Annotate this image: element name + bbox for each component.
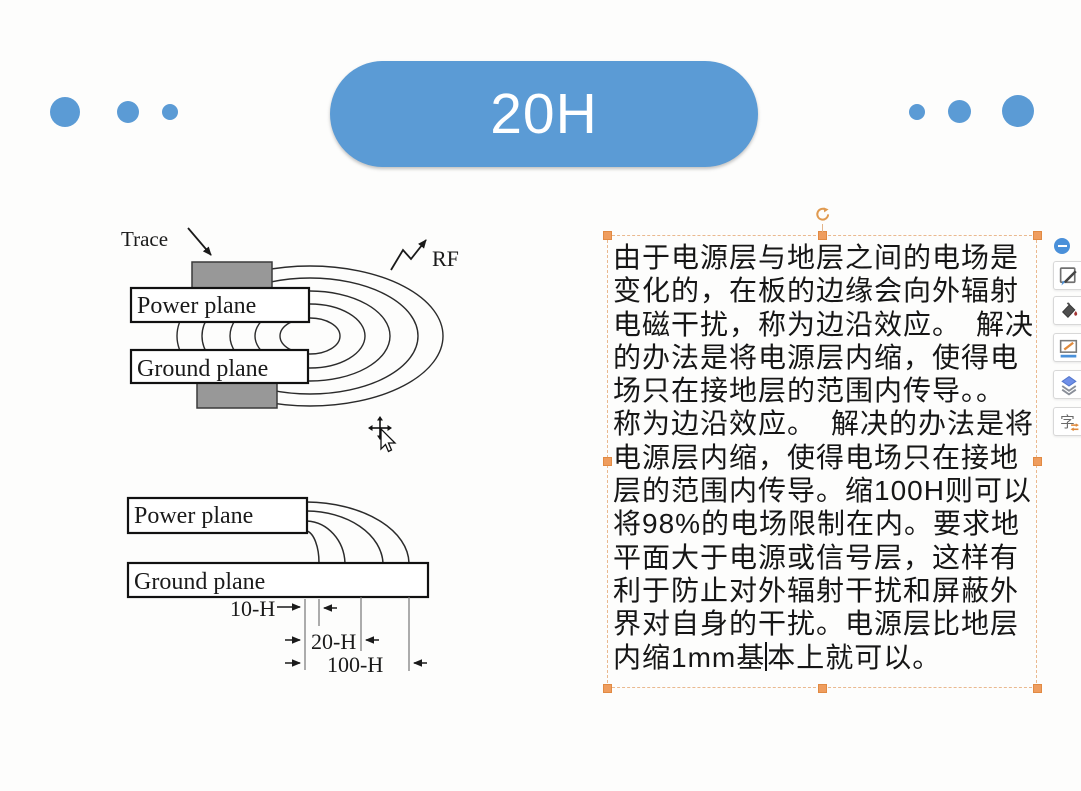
toolbar-layers-button[interactable] [1053,370,1081,399]
power-plane-rect [126,496,309,535]
trace-label: Trace [121,227,168,251]
ground-plane-rect [126,561,430,599]
handle-bottom-right[interactable] [1032,683,1042,693]
layers-icon [1061,375,1077,396]
trace-block [191,261,273,290]
text-line: 电磁干扰，称为边沿效应。 解决 [613,308,1035,340]
diagram-fringing-field[interactable]: Power plane Ground plane Trace RF [110,215,480,425]
toolbar-collapse-button[interactable] [1054,238,1070,254]
deco-dot-left-large [50,97,80,127]
deco-dot-left-small [162,104,178,120]
rf-label: RF [432,246,459,271]
deco-dot-right-large [1002,95,1034,127]
toolbar-shape-edit-button[interactable] [1053,261,1081,290]
text-line: 利于防止对外辐射干扰和屏蔽外 [613,574,1020,606]
text-line-with-caret: 内缩1mm基本上就可以。 [613,641,1037,674]
text-caret [765,641,768,671]
diagram-20h-dimensions[interactable]: Power plane Ground plane 10-H 20-H 100-H [110,480,480,685]
toolbar-outline-style-button[interactable] [1053,333,1081,362]
field-arcs [306,501,410,564]
toolbar-fill-color-button[interactable] [1053,296,1081,325]
rotate-handle-icon[interactable] [813,206,831,224]
text-line: 由于电源层与地层之间的电场是 [613,242,1020,273]
text-after-caret: 本上就可以。 [767,641,942,673]
shape-edit-icon [1059,267,1077,286]
ground-plane-rect [129,348,310,385]
textbox-content[interactable]: 由于电源层与地层之间的电场是 变化的，在板的边缘会向外辐射 电磁干扰，称为边沿效… [613,241,1037,674]
text-before-caret: 内缩1mm基 [613,641,766,673]
handle-top-right[interactable] [1032,230,1042,240]
handle-bottom-left[interactable] [602,683,612,693]
fill-bucket-icon [1062,302,1078,319]
text-line: 场只在接地层的范围内传导。。 [613,375,1006,407]
handle-mid-right[interactable] [1032,457,1042,466]
power-plane-label: Power plane [137,293,256,319]
handle-top-left[interactable] [602,230,612,240]
handle-bottom-center[interactable] [817,683,827,693]
outline-pencil-icon [1059,339,1078,358]
dim-reference-lines [304,597,410,671]
rotate-handle-stem [822,224,823,232]
text-line: 将98%的电场限制在内。要求地 [613,508,1021,540]
dim-10h-label: 10-H [230,596,275,621]
text-line: 界对自身的干扰。电源层比地层 [613,608,1020,640]
slide-title: 20H [490,82,598,146]
text-line: 电源层内缩，使得电场只在接地 [613,441,1020,473]
rf-arrow [390,239,427,271]
move-cursor-icon [368,416,397,453]
ground-plane-label: Ground plane [137,356,268,382]
deco-dot-left-medium [117,101,139,123]
text-line: 层的范围内传导。缩100H则可以 [613,475,1032,507]
dim-20h-label: 20-H [311,629,356,654]
power-plane-rect [129,286,311,324]
power-plane-label: Power plane [134,503,253,529]
deco-dot-right-small [909,104,925,120]
handle-mid-left[interactable] [602,457,612,466]
ground-plane-label: Ground plane [134,569,265,595]
bottom-block [196,382,278,409]
text-effect-glyph: 字 [1060,414,1075,431]
toolbar-text-effect-button[interactable]: 字 [1053,407,1081,436]
dim-arrows [277,603,427,667]
text-line: 平面大于电源或信号层，这样有 [613,541,1020,573]
text-line: 的办法是将电源层内缩，使得电 [613,341,1020,373]
text-line: 称为边沿效应。 解决的办法是将 [613,408,1035,440]
trace-arrow [187,227,212,256]
text-effect-icon: 字 [1060,414,1079,431]
text-line: 变化的，在板的边缘会向外辐射 [613,275,1020,307]
slide-title-shape[interactable]: 20H [330,61,758,167]
dim-100h-label: 100-H [327,652,383,677]
deco-dot-right-medium [948,100,971,123]
